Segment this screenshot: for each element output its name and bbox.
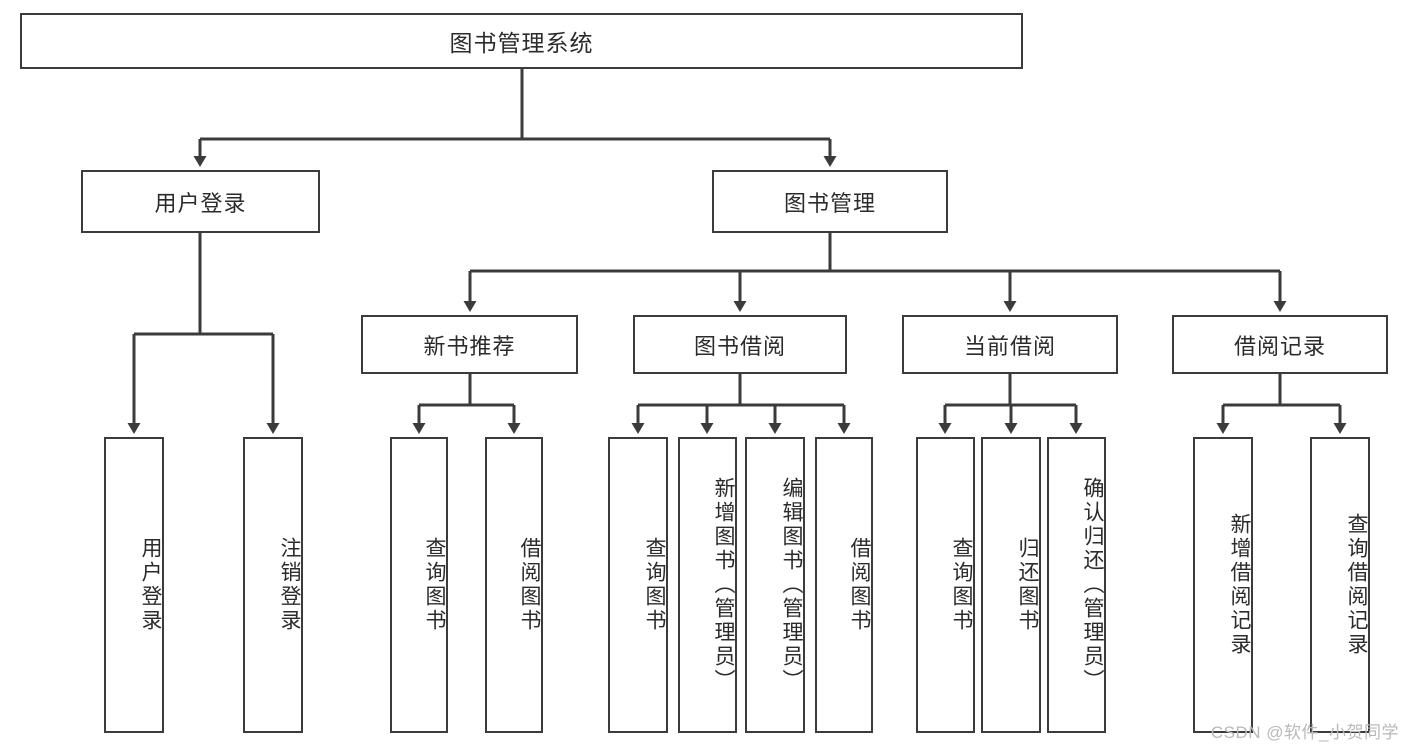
node-leaf-query-borrow-record[interactable]: 查询借阅记录	[1310, 437, 1370, 733]
node-user-login[interactable]: 用户登录	[81, 170, 320, 233]
watermark: CSDN @软件_小贺同学	[1210, 723, 1399, 742]
node-borrow-record[interactable]: 借阅记录	[1172, 315, 1388, 374]
node-leaf-query-book-2[interactable]: 查询图书	[608, 437, 668, 733]
node-leaf-user-login[interactable]: 用户登录	[104, 437, 164, 733]
node-book-manage[interactable]: 图书管理	[712, 170, 948, 233]
node-leaf-confirm-return[interactable]: 确认归还（管理员）	[1047, 437, 1106, 733]
node-current-borrow[interactable]: 当前借阅	[902, 315, 1118, 374]
node-new-book-recommend[interactable]: 新书推荐	[361, 315, 578, 374]
node-leaf-query-book-1[interactable]: 查询图书	[390, 437, 448, 733]
node-leaf-edit-book[interactable]: 编辑图书（管理员）	[745, 437, 805, 733]
node-leaf-query-book-3[interactable]: 查询图书	[916, 437, 975, 733]
node-leaf-logout[interactable]: 注销登录	[243, 437, 303, 733]
node-leaf-borrow-book-2[interactable]: 借阅图书	[815, 437, 873, 733]
node-book-borrow[interactable]: 图书借阅	[633, 315, 847, 374]
node-leaf-borrow-book-1[interactable]: 借阅图书	[485, 437, 543, 733]
node-root[interactable]: 图书管理系统	[20, 13, 1023, 69]
node-leaf-add-book[interactable]: 新增图书（管理员）	[678, 437, 737, 733]
node-leaf-return-book[interactable]: 归还图书	[981, 437, 1041, 733]
node-leaf-add-borrow-record[interactable]: 新增借阅记录	[1193, 437, 1253, 733]
